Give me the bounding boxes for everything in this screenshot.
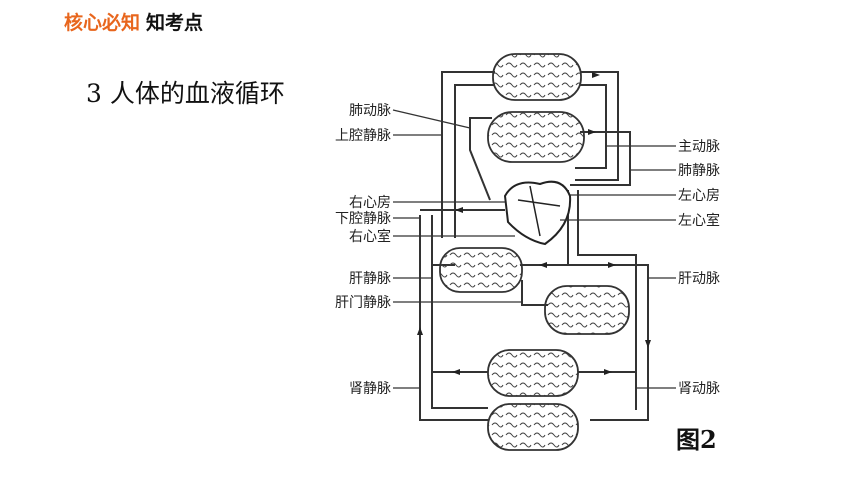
header-tag: 核心必知 xyxy=(64,12,141,34)
label-renal-artery: 肾动脉 xyxy=(678,381,720,397)
aorta-upper-loop xyxy=(575,71,619,181)
sup-vena-cava-loop xyxy=(441,71,495,238)
label-hepatic-portal-vein: 肝门静脉 xyxy=(335,295,391,311)
label-renal-vein: 肾静脉 xyxy=(349,381,391,397)
upper-body-capillary-bed xyxy=(492,53,582,101)
label-superior-vena-cava: 上腔静脉 xyxy=(335,128,391,144)
lower-body-capillary-bed xyxy=(487,403,579,451)
pulmonary-vein-loop xyxy=(570,131,631,186)
section-title: 3 人体的血液循环 xyxy=(86,79,285,108)
label-aorta: 主动脉 xyxy=(678,139,720,155)
label-left-ventricle: 左心室 xyxy=(678,212,720,229)
heart-icon xyxy=(503,180,572,246)
pulmonary-artery-loop xyxy=(469,117,492,201)
liver-capillary-bed xyxy=(439,247,523,293)
intestine-capillary-bed xyxy=(544,285,630,335)
label-hepatic-artery: 肝动脉 xyxy=(678,271,720,287)
header: 核心必知知考点 xyxy=(64,8,203,35)
label-right-atrium: 右心房 xyxy=(349,195,391,211)
figure-label: 图2 xyxy=(676,425,717,454)
label-hepatic-vein: 肝静脉 xyxy=(349,271,391,287)
label-inferior-vena-cava: 下腔静脉 xyxy=(335,211,391,227)
descending-aorta xyxy=(567,190,649,421)
label-pulmonary-vein: 肺静脉 xyxy=(678,163,720,179)
label-left-atrium: 左心房 xyxy=(678,188,720,204)
label-pulmonary-artery: 肺动脉 xyxy=(349,103,391,119)
inferior-vena-cava xyxy=(419,215,488,421)
label-right-ventricle: 右心室 xyxy=(349,228,391,245)
kidney-capillary-bed xyxy=(487,349,579,397)
header-title: 知考点 xyxy=(146,12,204,34)
lung-capillary-bed xyxy=(487,111,585,163)
